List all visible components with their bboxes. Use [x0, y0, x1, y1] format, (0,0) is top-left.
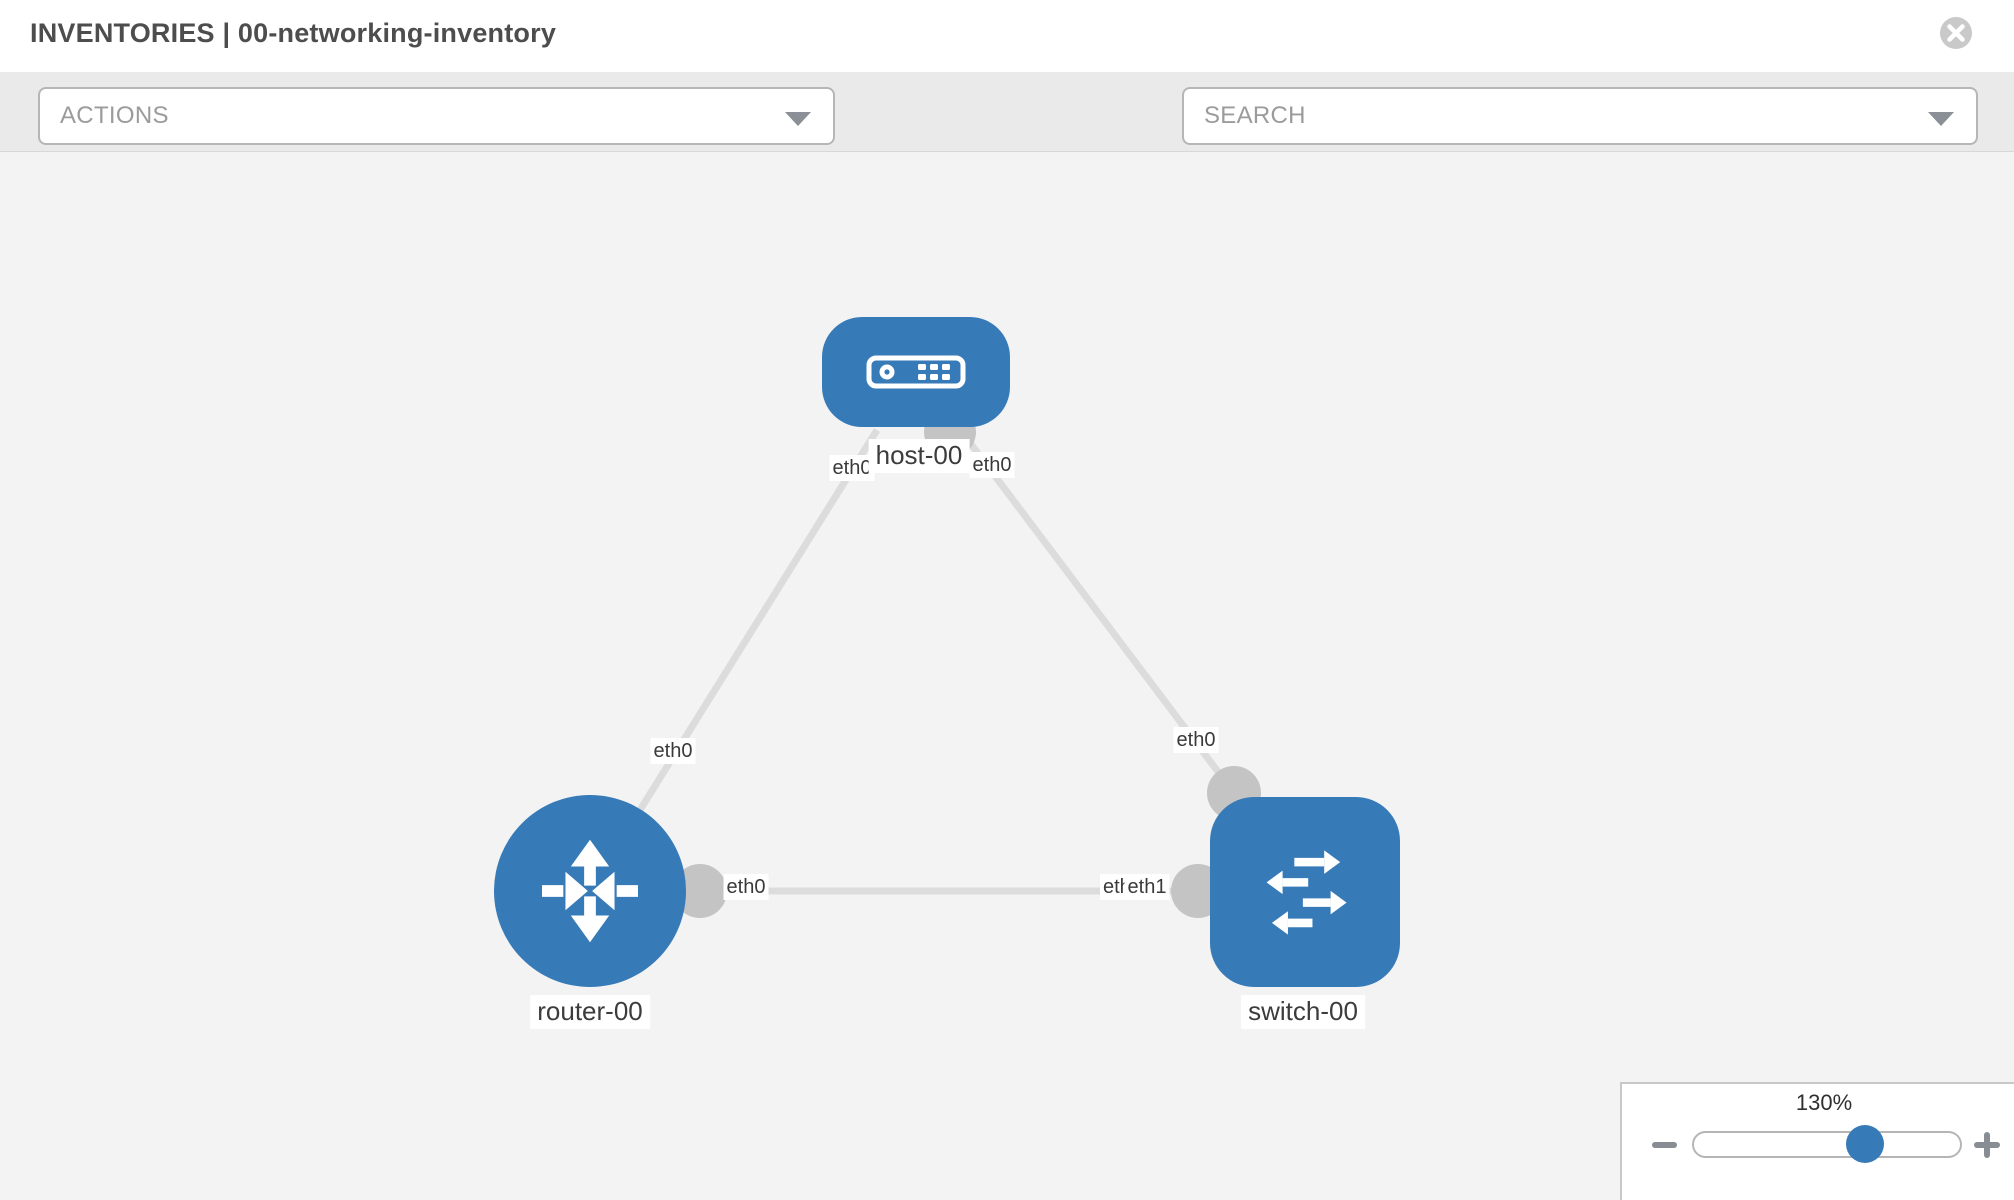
node-label-router-00: router-00 — [530, 995, 650, 1029]
zoom-slider-knob[interactable] — [1846, 1125, 1884, 1163]
interface-label-eth0: eth0 — [650, 738, 696, 764]
zoom-slider-track[interactable] — [1692, 1131, 1962, 1158]
interface-label-eth0: eth0 — [723, 874, 769, 900]
search-placeholder: SEARCH — [1204, 102, 1306, 129]
header: INVENTORIES | 00-networking-inventory — [0, 0, 2014, 72]
close-icon[interactable] — [1938, 15, 1974, 51]
chevron-down-icon — [1928, 112, 1954, 126]
node-label-switch-00: switch-00 — [1241, 995, 1365, 1029]
node-host-00[interactable] — [822, 317, 1010, 427]
page-title: INVENTORIES | 00-networking-inventory — [30, 18, 557, 48]
interface-label-eth0: eth0 — [829, 455, 875, 481]
node-router-00[interactable] — [494, 795, 686, 987]
node-label-host-00: host-00 — [868, 439, 970, 473]
zoom-percent-label: 130% — [1795, 1090, 1853, 1115]
actions-dropdown-label: ACTIONS — [60, 102, 169, 129]
zoom-in-plus-icon[interactable] — [1974, 1132, 2000, 1158]
router-arrows-icon — [542, 839, 638, 943]
interface-label-eth0: eth0 — [969, 452, 1015, 478]
chevron-down-icon — [785, 112, 811, 126]
interface-label-eth0: eth0 — [1173, 727, 1219, 753]
toolbar: ACTIONS SEARCH — [0, 72, 2014, 205]
search-input[interactable]: SEARCH — [1182, 87, 1978, 145]
port-circle-router — [673, 864, 727, 918]
graph-edges-layer — [637, 406, 1261, 918]
switch-arrows-icon — [1266, 850, 1347, 935]
topology-canvas[interactable]: host-00 router-00 switch-00 eth0 eth0 et… — [0, 152, 2014, 1200]
interface-label-eth1: eth1 — [1124, 874, 1170, 900]
zoom-out-minus-icon[interactable] — [1652, 1142, 1677, 1148]
actions-dropdown[interactable]: ACTIONS — [38, 87, 835, 145]
zoom-panel: 130% — [1620, 1082, 2014, 1200]
node-switch-00[interactable] — [1210, 797, 1400, 987]
interface-label-eth0-hidden: eth0 — [1100, 874, 1128, 900]
server-icon — [866, 355, 966, 389]
